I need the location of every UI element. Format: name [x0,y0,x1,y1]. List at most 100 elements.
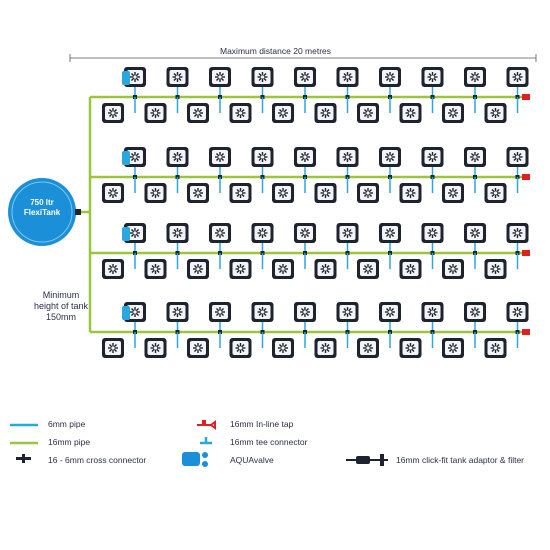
row-4-pot-bottom-1-center [111,346,115,350]
row-1-pot-bottom-6 [314,103,337,123]
row-2-pot-bottom-1-center [111,191,115,195]
legend-aquavalve: AQUAvalve [230,455,274,465]
row-1-pot-top-6 [336,67,359,87]
row-2-pot-bottom-8-center [408,191,413,195]
legend-aquavalve-knob-top [202,452,208,458]
row-3-pot-bottom-8 [399,259,422,279]
row-4-pot-bottom-3-center [196,346,200,350]
row-3-pot-bottom-10 [484,259,507,279]
row-1-aquavalve-icon [122,71,130,85]
row-4-pot-bottom-5 [272,338,294,358]
row-3-pot-top-6 [336,223,359,243]
row-1-pot-bottom-8 [399,103,422,123]
row-3-pot-top-3-center [218,231,222,235]
row-3-pot-bottom-10-center [493,267,498,271]
row-1-pot-bottom-3-center [196,111,200,115]
row-3-pot-bottom-6-center [323,267,328,271]
min-height-line2: height of tank [33,301,89,311]
row-4-pot-bottom-5-center [281,346,285,350]
row-3-pot-bottom-9-center [451,267,455,271]
row-4-pot-bottom-10-center [493,346,498,350]
row-1-pot-top-1-center [133,75,137,79]
row-1-pot-top-5-center [303,75,307,79]
row-1-pot-bottom-3 [187,103,209,123]
flexitank [8,178,76,246]
row-4-pot-top-5 [294,302,316,322]
row-2-pot-bottom-6 [314,183,337,203]
legend-16mm-pipe: 16mm pipe [48,437,91,447]
row-3-pot-bottom-7 [357,259,379,279]
row-3-pot-top-2 [166,223,189,243]
row-4-inline-tap-icon [522,329,530,335]
row-4-pot-top-9-center [473,310,477,314]
row-2-pot-bottom-6-center [323,191,328,195]
row-1-pot-bottom-9 [442,103,464,123]
row-1-pot-top-3-center [218,75,222,79]
row-1-pot-bottom-4-center [238,111,243,115]
min-height-label: Minimum height of tank 150mm [26,290,96,323]
row-3-pot-top-6-center [345,231,350,235]
row-2-pot-top-4 [251,147,274,167]
flexitank-rim [11,181,73,243]
row-4-pot-bottom-9-center [451,346,455,350]
row-2-pot-top-1-center [133,155,137,159]
row-4-pot-bottom-4-center [238,346,243,350]
row-2-pot-bottom-5-center [281,191,285,195]
row-2-pot-bottom-5 [272,183,294,203]
legend-6mm-pipe: 6mm pipe [48,419,86,429]
row-3-pot-top-1-center [133,231,137,235]
row-4-pot-bottom-2-center [153,346,158,350]
row-4-pot-top-3 [209,302,231,322]
row-3-pot-bottom-1 [102,259,124,279]
row-1-inline-tap-icon [522,94,530,100]
row-2-pot-top-8 [421,147,444,167]
row-1-pot-bottom-9-center [451,111,455,115]
row-3-pot-bottom-1-center [111,267,115,271]
row-1-pot-bottom-2 [144,103,167,123]
row-1-pot-bottom-8-center [408,111,413,115]
row-3-pot-bottom-8-center [408,267,413,271]
row-2-pot-top-9-center [473,155,477,159]
row-3-pot-top-3 [209,223,231,243]
row-1-pot-top-5 [294,67,316,87]
row-2-pot-bottom-3 [187,183,209,203]
legend-tee-connector-icon [200,437,212,445]
row-2-pot-bottom-4-center [238,191,243,195]
row-1-pot-top-6-center [345,75,350,79]
row-4-pot-bottom-9 [442,338,464,358]
legend-cross-connector-icon [16,454,31,463]
row-3-pot-top-4-center [260,231,265,235]
row-3-pot-bottom-5-center [281,267,285,271]
row-3-pot-bottom-3-center [196,267,200,271]
legend-aquavalve-icon [182,452,200,466]
row-4-pot-bottom-8-center [408,346,413,350]
row-1-pot-bottom-7 [357,103,379,123]
legend-adaptor-icon [356,456,370,464]
row-2-pot-bottom-1 [102,183,124,203]
tank-adaptor-icon [75,209,81,215]
row-3-pot-top-7 [379,223,401,243]
row-1-pot-top-8-center [430,75,435,79]
row-4-pot-bottom-7 [357,338,379,358]
row-4-pot-top-9 [464,302,486,322]
row-1-pot-top-8 [421,67,444,87]
row-4-pot-top-6 [336,302,359,322]
row-1-pot-top-9-center [473,75,477,79]
row-1-pot-bottom-10 [484,103,507,123]
legend-aquavalve-knob-bottom [202,461,208,467]
row-4-pot-top-4-center [260,310,265,314]
row-3-pot-bottom-4-center [238,267,243,271]
row-4-pot-top-3-center [218,310,222,314]
tank-label-line2: FlexiTank [23,208,61,217]
row-3-pot-top-2-center [175,231,180,235]
row-2-pot-bottom-9-center [451,191,455,195]
row-4-pot-bottom-6-center [323,346,328,350]
row-3-pot-bottom-4 [229,259,252,279]
row-2-pot-top-6-center [345,155,350,159]
row-1-pot-top-2-center [175,75,180,79]
row-4-pot-bottom-4 [229,338,252,358]
row-4-pot-bottom-2 [144,338,167,358]
row-1-pot-top-10 [506,67,529,87]
row-3-pot-bottom-5 [272,259,294,279]
